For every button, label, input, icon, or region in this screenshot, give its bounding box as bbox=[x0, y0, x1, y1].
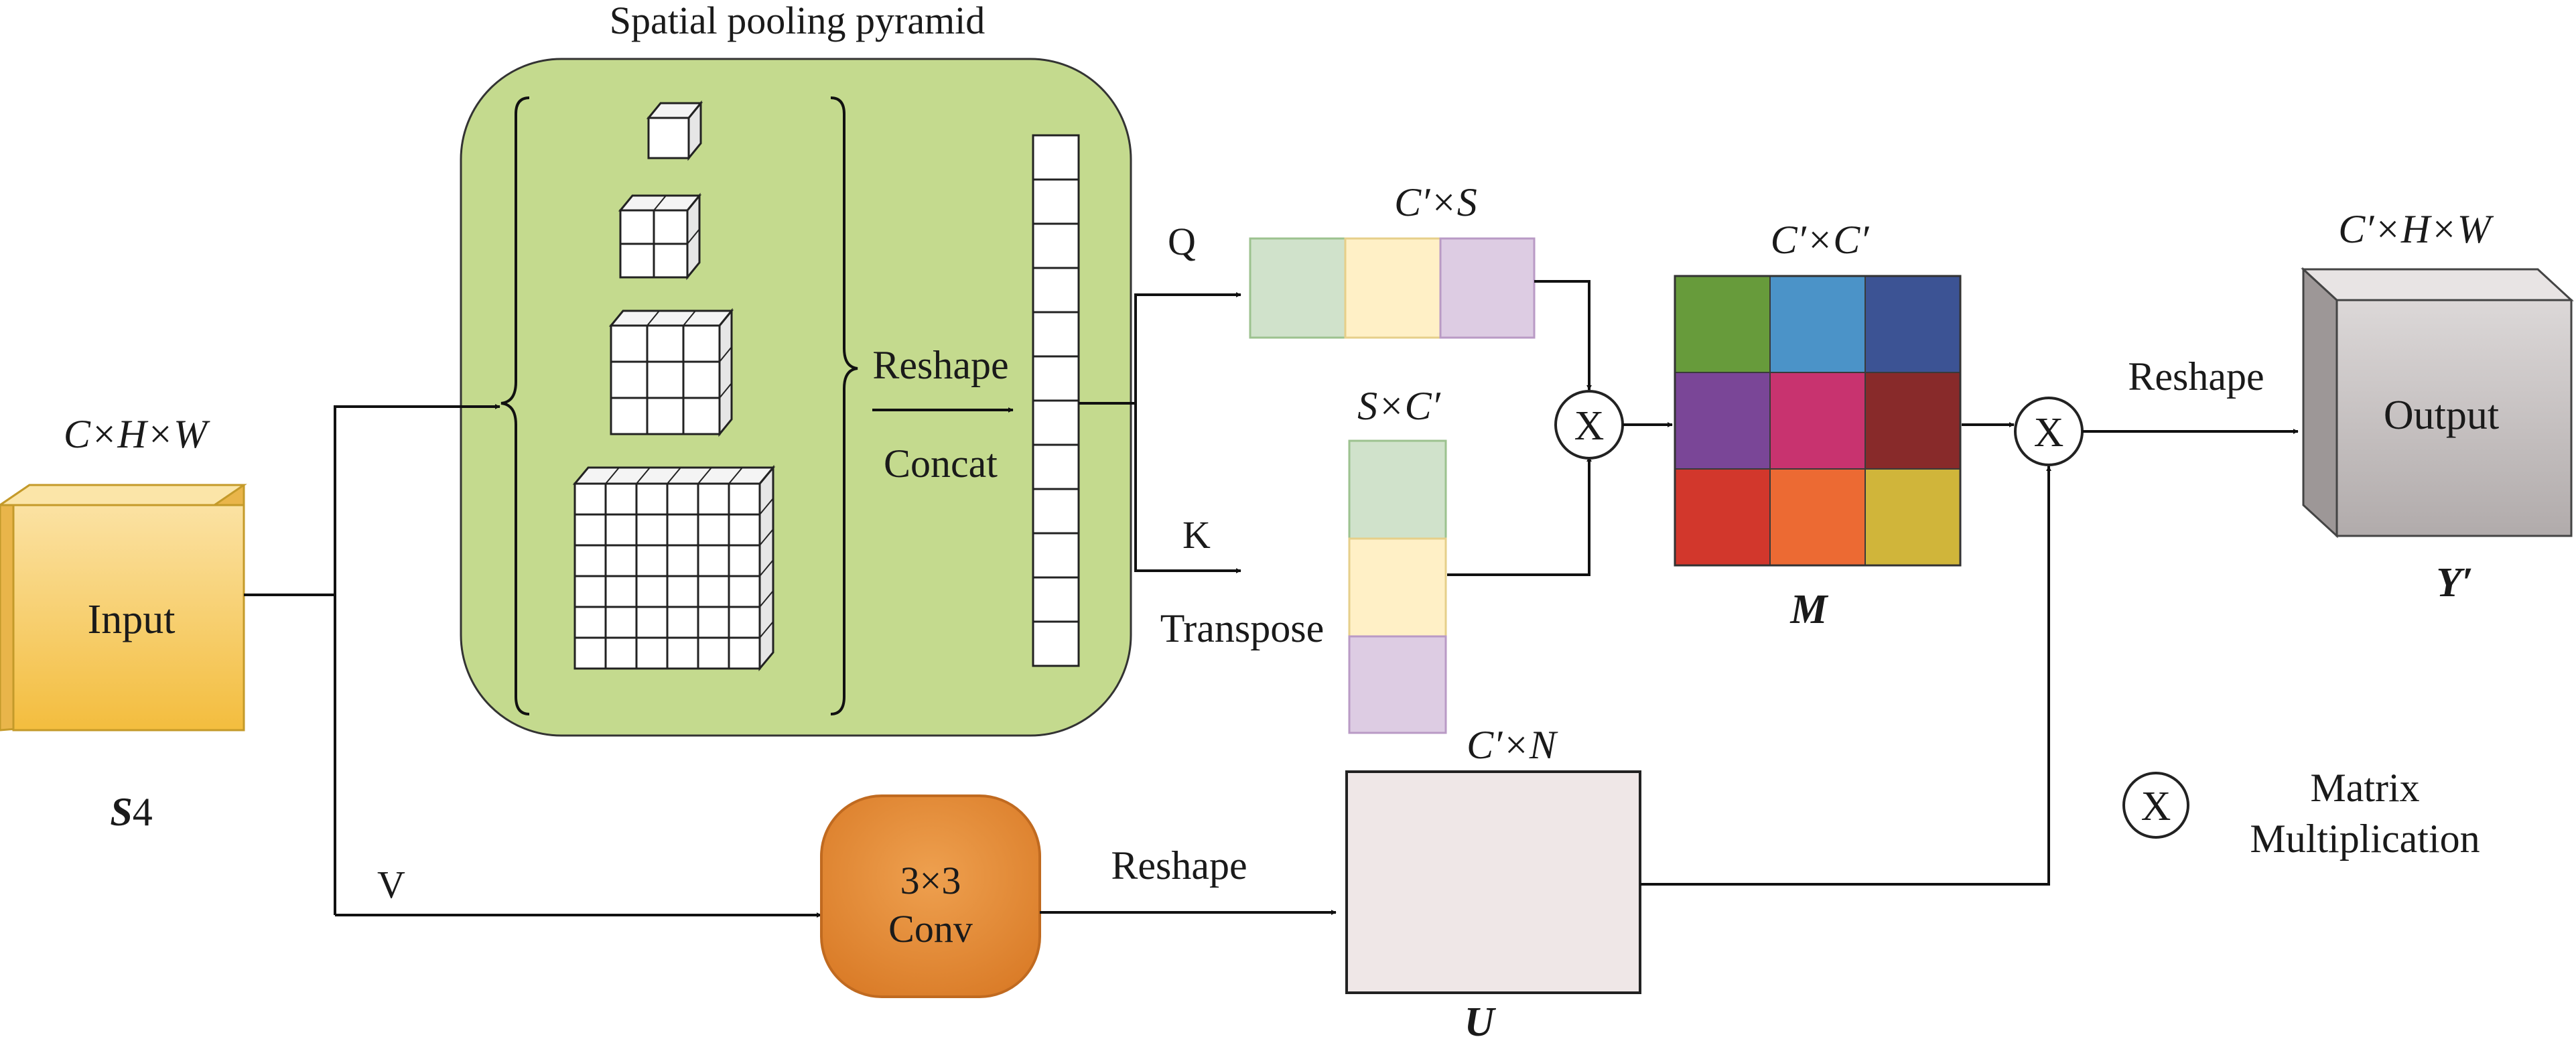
svg-text:X: X bbox=[2141, 784, 2171, 829]
v-label: V bbox=[377, 863, 405, 906]
matmul-node-2: X bbox=[2014, 397, 2084, 466]
query-cell-1 bbox=[1249, 237, 1347, 339]
key-cell-1 bbox=[1348, 439, 1447, 540]
k-label: K bbox=[1182, 513, 1211, 557]
m-matrix-cell bbox=[1674, 372, 1771, 470]
key-cell-3 bbox=[1348, 635, 1447, 734]
concat-vector-cell bbox=[1032, 134, 1080, 181]
matmul-legend-icon: X bbox=[2122, 772, 2189, 839]
input-shape: C×H×W bbox=[64, 412, 210, 456]
pyramid-title: Spatial pooling pyramid bbox=[610, 0, 986, 42]
query-to-mult-wire bbox=[1534, 280, 1592, 391]
k-branch-wire bbox=[1134, 403, 1241, 573]
pyramid-background bbox=[460, 58, 1132, 737]
m-matrix-cell bbox=[1674, 468, 1771, 566]
conv-reshape-label: Reshape bbox=[1111, 843, 1247, 888]
concat-vector-cell bbox=[1032, 178, 1080, 225]
m-matrix-cell bbox=[1769, 275, 1866, 373]
query-cell-3 bbox=[1439, 237, 1536, 339]
output-label: Output bbox=[2384, 393, 2499, 438]
input-to-pyramid-wire bbox=[334, 404, 500, 915]
m-matrix-cell bbox=[1769, 372, 1866, 470]
input-name: S4 bbox=[110, 790, 152, 834]
query-cell-2 bbox=[1344, 237, 1442, 339]
conv-name-label: Conv bbox=[888, 907, 973, 951]
pyramid-left-brace bbox=[500, 96, 530, 715]
matmul-node-1: X bbox=[1554, 390, 1624, 460]
m-matrix-cell bbox=[1865, 372, 1961, 470]
concat-vector-cell bbox=[1032, 576, 1080, 623]
query-shape: C′×S bbox=[1394, 180, 1477, 224]
pyramid-cube-6x6 bbox=[572, 464, 776, 672]
output-reshape-label: Reshape bbox=[2128, 354, 2264, 399]
u-to-mult2-wire bbox=[1640, 466, 2051, 886]
conv-block bbox=[820, 794, 1041, 998]
concat-vector-cell bbox=[1032, 399, 1080, 446]
concat-vector-cell bbox=[1032, 222, 1080, 269]
u-name: U bbox=[1465, 999, 1497, 1041]
output-cube bbox=[2301, 267, 2574, 539]
pyramid-cube-2x2 bbox=[618, 192, 702, 281]
key-cell-2 bbox=[1348, 537, 1447, 638]
transpose-label: Transpose bbox=[1160, 606, 1324, 650]
concat-vector-cell bbox=[1032, 355, 1080, 402]
conv-size-label: 3×3 bbox=[900, 859, 961, 902]
output-name: Y′ bbox=[2436, 560, 2473, 606]
concatenated-vector bbox=[1032, 134, 1080, 667]
concat-vector-cell bbox=[1032, 532, 1080, 579]
m-matrix-grid bbox=[1674, 275, 1962, 567]
key-to-mult-wire bbox=[1447, 456, 1592, 576]
legend-line-2: Multiplication bbox=[2250, 817, 2480, 861]
pyramid-right-brace bbox=[830, 96, 858, 715]
svg-text:X: X bbox=[2034, 410, 2064, 456]
m-matrix-cell bbox=[1769, 468, 1866, 566]
m-name: M bbox=[1789, 587, 1828, 632]
u-matrix bbox=[1345, 770, 1641, 994]
concat-vector-cell bbox=[1032, 267, 1080, 314]
pyramid-concat-label: Concat bbox=[884, 441, 998, 486]
m-matrix-cell bbox=[1865, 275, 1961, 373]
q-label: Q bbox=[1168, 220, 1196, 263]
pyramid-cube-1x1 bbox=[646, 100, 703, 161]
m-matrix-cell bbox=[1674, 275, 1771, 373]
pooled-feature-cubes bbox=[572, 100, 776, 672]
svg-text:X: X bbox=[1574, 403, 1605, 449]
input-cube bbox=[0, 484, 247, 732]
input-label: Input bbox=[88, 597, 176, 642]
key-shape: S×C′ bbox=[1357, 384, 1441, 428]
concat-vector-cell bbox=[1032, 620, 1080, 667]
pyramid-cube-3x3 bbox=[608, 307, 734, 437]
concat-vector-cell bbox=[1032, 311, 1080, 358]
legend-line-1: Matrix bbox=[2310, 766, 2419, 810]
u-shape: C′×N bbox=[1467, 723, 1558, 767]
m-shape: C′×C′ bbox=[1771, 218, 1870, 262]
m-matrix-cell bbox=[1865, 468, 1961, 566]
concat-vector-cell bbox=[1032, 443, 1080, 490]
pyramid-reshape-label: Reshape bbox=[872, 343, 1008, 387]
concat-vector-cell bbox=[1032, 488, 1080, 535]
output-shape: C′×H×W bbox=[2338, 207, 2494, 251]
